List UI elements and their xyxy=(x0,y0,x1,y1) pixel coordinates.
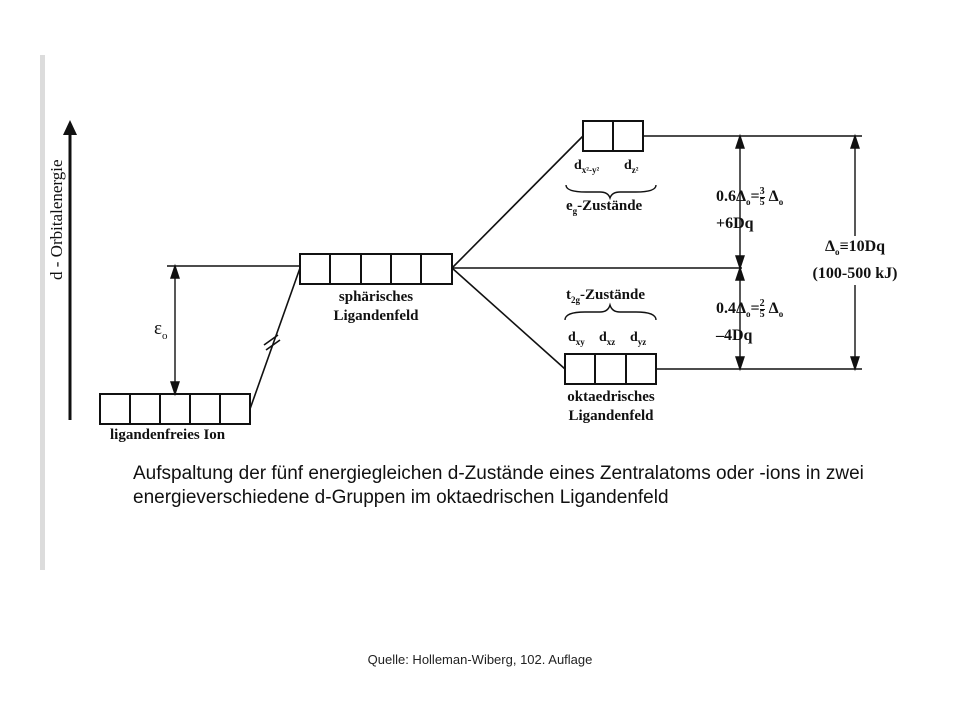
scan-edge xyxy=(40,55,45,570)
total-split-line1: Δo≡10Dq xyxy=(795,236,915,263)
y-axis-label: d - Orbitalenergie xyxy=(47,159,66,280)
t2g-orbital-dxz: dxz xyxy=(599,330,615,347)
t2g-boxes xyxy=(564,353,657,385)
t2g-orbital-dxy: dxy xyxy=(568,330,585,347)
t2g-orbital-3-main: d xyxy=(630,330,638,345)
lower-split-frac-num: 2 xyxy=(759,297,765,310)
epsilon-symbol: ε xyxy=(154,318,162,339)
lower-split-tail-sub: o xyxy=(778,309,784,320)
upper-split-arrow-head-top xyxy=(735,133,745,149)
axis-break-mark-1 xyxy=(263,334,279,346)
upper-split-tail-sub: o xyxy=(778,197,784,208)
t2g-orbital-1-main: d xyxy=(568,330,576,345)
upper-split-tail: Δ xyxy=(768,188,779,205)
octahedral-field-label: oktaedrisches Ligandenfeld xyxy=(545,388,677,426)
total-split-label: Δo≡10Dq (100-500 kJ) xyxy=(795,236,915,286)
t2g-title-sub: 2g xyxy=(571,295,580,305)
lower-split-arrow-head-bottom xyxy=(735,356,745,372)
figure-caption: Aufspaltung der fünf energiegleichen d-Z… xyxy=(133,463,864,508)
epsilon-arrow-head-top xyxy=(170,263,180,279)
spherical-to-eg-line xyxy=(451,135,584,269)
total-split-arrow-head-bottom xyxy=(850,356,860,372)
eg-brace xyxy=(565,184,657,201)
t2g-orbital-2-main: d xyxy=(599,330,607,345)
upper-split-frac-num: 3 xyxy=(759,185,765,198)
eg-title-rest: -Zustände xyxy=(577,198,643,214)
total-split-delta: Δ xyxy=(824,238,835,255)
axis-break-mark-2 xyxy=(265,339,281,351)
upper-split-frac-den: 5 xyxy=(759,196,765,208)
eg-title-sub: g xyxy=(572,206,578,216)
eg-orbital-dz2: dz² xyxy=(624,158,639,175)
epsilon-label: εo xyxy=(154,318,167,342)
spherical-field-label: sphärisches Ligandenfeld xyxy=(300,288,452,326)
eg-title-main: e xyxy=(566,198,573,214)
total-split-delta-sub: o xyxy=(834,247,840,258)
eg-boxes xyxy=(582,120,644,152)
spherical-label-line1: sphärisches xyxy=(338,289,414,305)
free-to-spherical-line xyxy=(249,267,301,410)
t2g-orbital-1-sub: xy xyxy=(575,336,585,347)
eg-orbital-1-main: d xyxy=(574,158,582,173)
t2g-title-rest: -Zustände xyxy=(580,287,646,303)
source-credit: Quelle: Holleman-Wiberg, 102. Auflage xyxy=(367,652,593,667)
free-ion-label: ligandenfreies Ion xyxy=(110,427,226,443)
t2g-orbital-dyz: dyz xyxy=(630,330,646,347)
t2g-orbital-3-sub: yz xyxy=(637,336,647,347)
lower-split-arrow-head-top xyxy=(735,265,745,281)
eg-orbital-1-sub: x²-y² xyxy=(581,164,600,175)
upper-split-line2: +6Dq xyxy=(716,215,754,233)
lower-split-value: 0.4Δ xyxy=(716,300,747,317)
spherical-label-line2: Ligandenfeld xyxy=(333,308,419,324)
t2g-orbital-2-sub: xz xyxy=(606,336,616,347)
spherical-to-t2g-line xyxy=(451,267,566,370)
total-split-value: ≡10Dq xyxy=(839,238,886,255)
free-ion-boxes xyxy=(99,393,251,425)
upper-split-value: 0.6Δ xyxy=(716,188,747,205)
energy-axis-arrowhead xyxy=(63,120,77,135)
epsilon-arrow-head-bottom xyxy=(170,381,180,397)
lower-split-value-sub: o xyxy=(746,309,751,320)
lower-split-tail: Δ xyxy=(768,300,779,317)
eg-orbital-2-sub: z² xyxy=(631,164,639,175)
octahedral-label-line2: Ligandenfeld xyxy=(568,408,654,424)
eg-orbital-2-main: d xyxy=(624,158,632,173)
t2g-brace xyxy=(564,302,657,321)
lower-split-line2: –4Dq xyxy=(716,327,753,345)
total-split-arrow-head-top xyxy=(850,133,860,149)
upper-split-arrow-head-bottom xyxy=(735,255,745,271)
lower-split-eq: = xyxy=(750,300,760,317)
eg-orbital-dx2y2: dx²-y² xyxy=(574,158,599,175)
octahedral-label-line1: oktaedrisches xyxy=(567,389,655,405)
t2g-title-main: t xyxy=(566,287,571,303)
upper-split-value-sub: o xyxy=(746,197,751,208)
lower-split-frac-den: 5 xyxy=(759,308,765,320)
upper-split-eq: = xyxy=(750,188,760,205)
spherical-field-boxes xyxy=(299,253,453,285)
eg-states-label: eg-Zustände xyxy=(566,198,642,216)
t2g-states-label: t2g-Zustände xyxy=(566,287,645,305)
total-split-line2: (100-500 kJ) xyxy=(812,265,898,283)
epsilon-subscript: o xyxy=(161,329,168,342)
